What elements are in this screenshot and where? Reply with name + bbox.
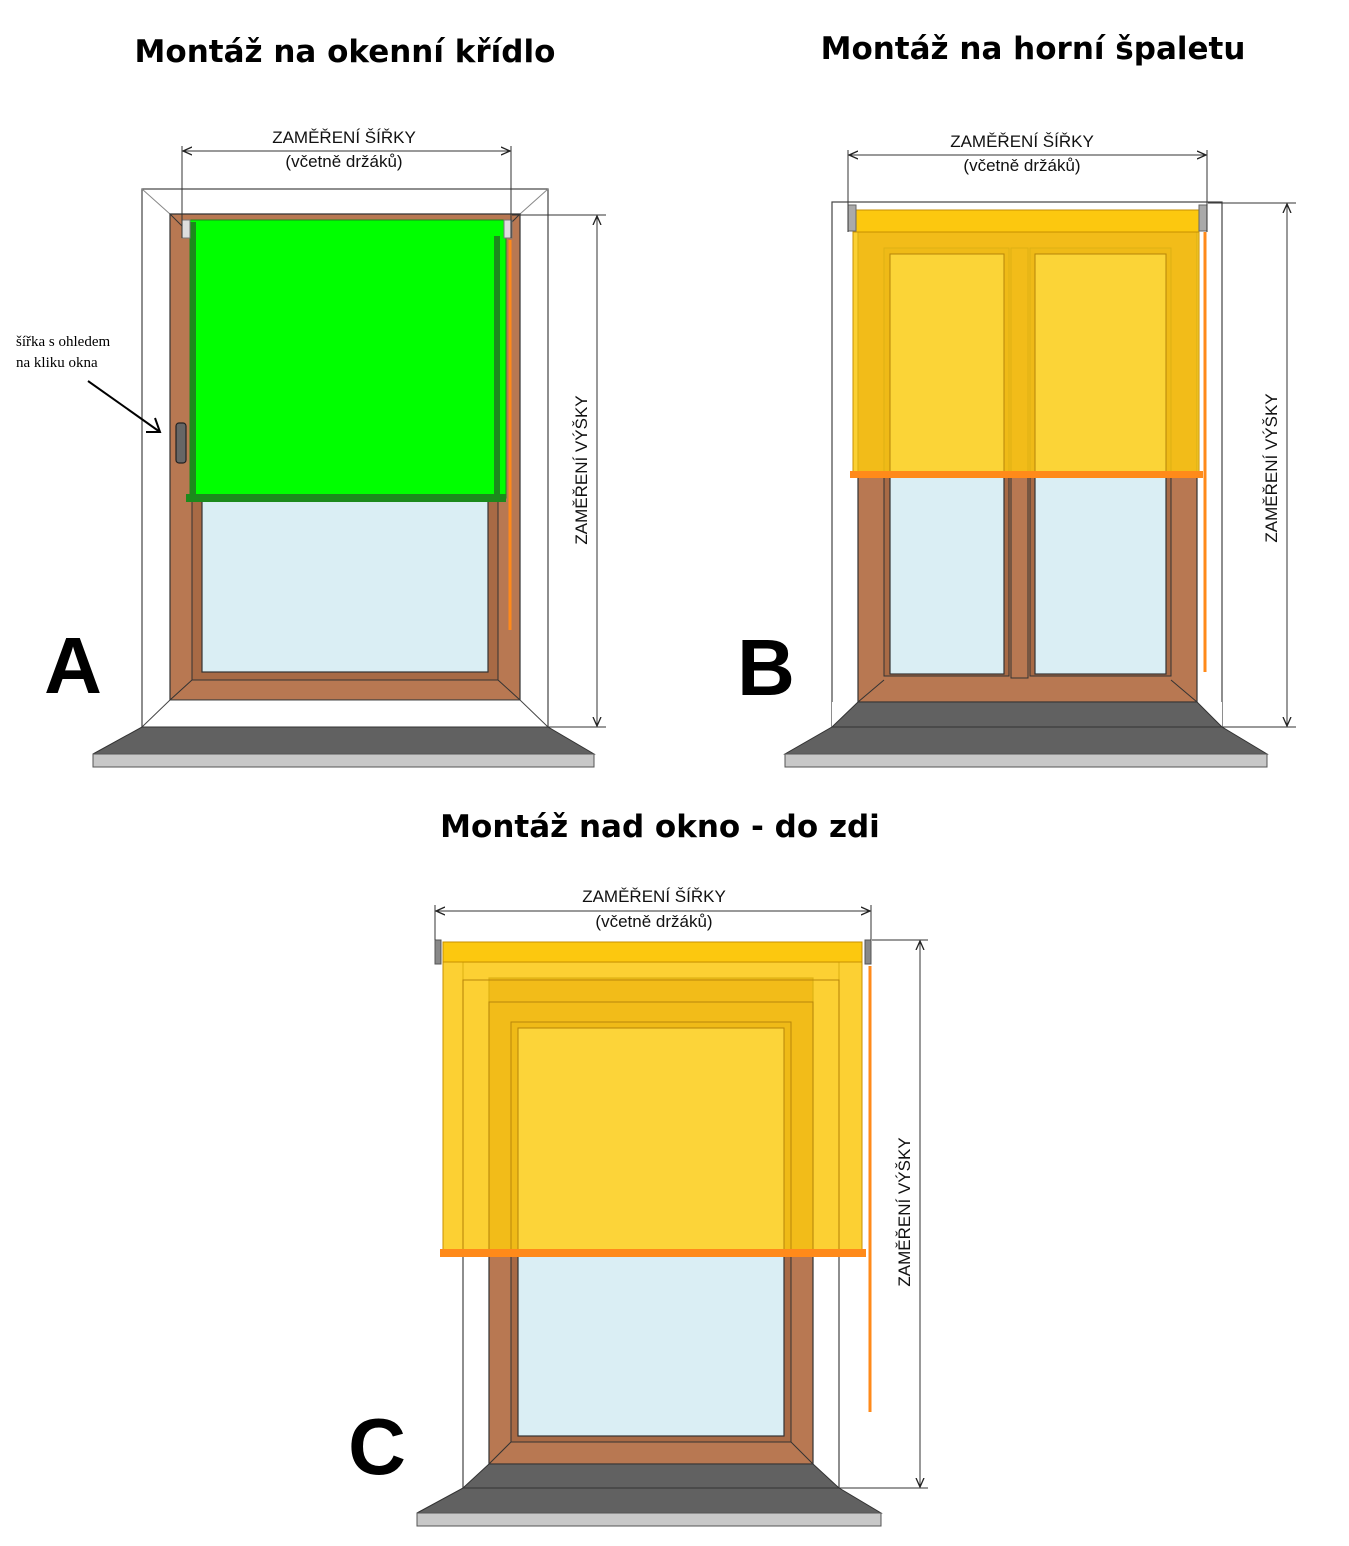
width-sublabel: (včetně držáků)	[963, 156, 1080, 175]
panel-b-title: Montáž na horní špaletu	[821, 31, 1246, 67]
bracket-left	[434, 939, 442, 965]
sill-top	[461, 1463, 841, 1489]
panel-c-letter: C	[348, 1402, 406, 1491]
bracket-right	[1198, 204, 1208, 232]
blind-side-guide-right	[494, 236, 500, 500]
blind-side-guide-left	[190, 222, 196, 500]
handle-note-line1: šířka s ohledem	[16, 334, 110, 350]
window-sill	[92, 726, 596, 755]
panel-b: Montáž na horní špaletu ZAMĚŘENÍ ŠÍŘKY (…	[737, 31, 1296, 768]
panel-a-title: Montáž na okenní křídlo	[135, 34, 556, 70]
wall-reveal	[140, 699, 550, 728]
blind-bottom-bar	[850, 471, 1203, 478]
panel-b-letter: B	[737, 623, 795, 712]
panel-a: Montáž na okenní křídlo ZAMĚŘENÍ ŠÍŘKY	[16, 34, 606, 768]
window-sill-edge	[784, 753, 1268, 768]
bracket-right	[864, 939, 872, 965]
blind-cassette	[852, 209, 1200, 233]
panel-c: Montáž nad okno - do zdi ZAMĚŘENÍ ŠÍŘKY …	[348, 809, 928, 1527]
window-handle	[175, 422, 187, 464]
width-sublabel: (včetně držáků)	[595, 912, 712, 931]
window-sill	[783, 726, 1269, 755]
window-sill	[416, 1487, 883, 1514]
window-sill-edge	[416, 1512, 882, 1527]
note-arrow	[87, 380, 161, 433]
roller-blind-green	[189, 219, 507, 499]
height-label: ZAMĚŘENÍ VÝŠKY	[572, 395, 591, 544]
height-label: ZAMĚŘENÍ VÝŠKY	[895, 1137, 914, 1286]
bracket-left	[847, 204, 857, 232]
bracket-left	[181, 219, 191, 239]
blind-bottom-bar	[186, 494, 506, 502]
handle-note-line2: na kliku okna	[16, 355, 98, 371]
panel-a-letter: A	[44, 621, 102, 710]
blind-bottom-bar	[440, 1249, 866, 1257]
sill-top	[830, 701, 1224, 728]
width-label: ZAMĚŘENÍ ŠÍŘKY	[272, 128, 416, 147]
window-sill-edge	[92, 753, 595, 768]
blind-cassette	[442, 941, 863, 963]
width-label: ZAMĚŘENÍ ŠÍŘKY	[950, 132, 1094, 151]
bracket-right	[503, 219, 513, 239]
width-label: ZAMĚŘENÍ ŠÍŘKY	[582, 887, 726, 906]
height-label: ZAMĚŘENÍ VÝŠKY	[1262, 393, 1281, 542]
panel-c-title: Montáž nad okno - do zdi	[440, 809, 880, 845]
width-sublabel: (včetně držáků)	[285, 152, 402, 171]
